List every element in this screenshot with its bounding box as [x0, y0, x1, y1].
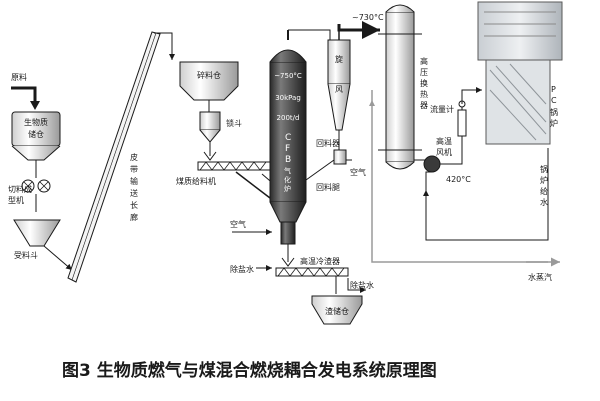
air-inlet: 空气 [230, 219, 272, 235]
hp-exchanger-label-4: 热 [420, 89, 428, 99]
hp-exchanger-label-1: 高 [420, 56, 428, 66]
return-leg-label: 回料腿 [316, 182, 340, 192]
receiving-hopper-label: 受料斗 [14, 250, 38, 260]
pc-boiler: P C 锅 炉 [477, 1, 563, 145]
belt-label-1: 皮 [130, 152, 138, 162]
slag-cooler: 除盐水 高温冷渣器 除盐水 [230, 244, 374, 294]
belt-corridor: 皮 带 输 送 长 廊 [67, 31, 175, 283]
air-label: 空气 [230, 219, 246, 229]
slag-bin-label: 渣储仓 [325, 306, 349, 316]
flowmeter: 流量计 [430, 100, 467, 137]
hot-gas-line: ~730°C [337, 13, 384, 39]
figure-caption: 图3 生物质燃气与煤混合燃烧耦合发电系统原理图 [62, 360, 437, 381]
gasifier-name-3: B [285, 155, 291, 165]
cut-machine-label-1: 切料成 [8, 184, 32, 194]
gasifier-name-2: F [285, 144, 290, 154]
gasifier-name-4: 气 [284, 166, 291, 175]
outlet-temp-label: ~730°C [352, 13, 384, 22]
screw-feeder-label: 煤质给料机 [176, 176, 216, 186]
flowmeter-label: 流量计 [430, 104, 454, 114]
feedwater-label-3: 给 [540, 186, 548, 196]
lock-hopper: 锁斗 [199, 111, 242, 161]
hot-fan-label-2: 风机 [436, 147, 452, 157]
belt-label-5: 长 [130, 200, 138, 210]
raw-material-inlet: 原料 [11, 72, 40, 110]
cyclone: 旋 风 回料器 空气 回料腿 [288, 24, 366, 192]
belt-label-4: 送 [130, 188, 138, 198]
pc-boiler-label-1: P [551, 85, 556, 94]
hp-exchanger-label-3: 换 [420, 78, 428, 88]
lock-hopper-label: 锁斗 [226, 118, 242, 128]
belt-label-6: 廊 [130, 212, 138, 222]
cut-machine-label-2: 型机 [8, 195, 24, 205]
cut-forming-machine: 切料成 型机 [8, 179, 51, 212]
feedwater-label-2: 炉 [540, 175, 548, 185]
slag-cooler-label: 高温冷渣器 [300, 256, 340, 266]
slag-water-out-label: 除盐水 [350, 280, 374, 290]
cfb-gasifier: ~750°C 30kPag 200t/d C F B 气 化 炉 [269, 30, 307, 245]
gasifier-name-6: 炉 [284, 184, 291, 193]
steam-label: 水蒸汽 [528, 272, 552, 282]
hot-fan: 高温 风机 420°C [414, 87, 482, 184]
pc-boiler-label-4: 炉 [550, 118, 558, 128]
return-device-label: 回料器 [316, 138, 340, 148]
receiving-hopper: 受料斗 [13, 219, 73, 271]
air-return-label: 空气 [350, 167, 366, 177]
raw-material-label: 原料 [11, 72, 27, 82]
hp-exchanger-label-2: 压 [420, 68, 428, 77]
gasifier-pressure: 30kPag [275, 94, 301, 102]
cyclone-label-1: 旋 [335, 54, 343, 64]
gasifier-capacity: 200t/d [277, 114, 300, 122]
gasifier-temp: ~750°C [274, 72, 302, 80]
fan-temp-label: 420°C [446, 175, 471, 184]
hp-exchanger: 高 压 换 热 器 [378, 4, 428, 170]
gasifier-name-1: C [285, 133, 291, 143]
biomass-storage-label-1: 生物质 [24, 117, 48, 127]
cyclone-label-2: 风 [335, 85, 343, 94]
biomass-storage: 生物质 储仓 [11, 111, 61, 178]
screw-feeder: 煤质给料机 [176, 161, 277, 199]
fine-bin-label: 碎料仓 [197, 70, 221, 80]
belt-label-3: 输 [130, 176, 138, 186]
feedwater-label-4: 水 [540, 197, 548, 207]
gasifier-name-5: 化 [284, 175, 291, 184]
fine-bin: 碎料仓 [179, 61, 239, 112]
hp-exchanger-label-5: 器 [420, 101, 428, 110]
feedwater-label-1: 锅 [540, 164, 548, 174]
hot-fan-label-1: 高温 [436, 136, 452, 146]
pc-boiler-label-3: 锅 [550, 107, 558, 117]
boiler-feedwater: 锅 炉 给 水 [423, 148, 549, 241]
slag-bin: 渣储仓 [311, 295, 363, 325]
slag-water-in-label: 除盐水 [230, 264, 254, 274]
biomass-storage-label-2: 储仓 [28, 129, 44, 139]
steam-loop: 水蒸汽 [369, 90, 560, 282]
pc-boiler-label-2: C [551, 96, 557, 105]
belt-label-2: 带 [130, 165, 138, 174]
